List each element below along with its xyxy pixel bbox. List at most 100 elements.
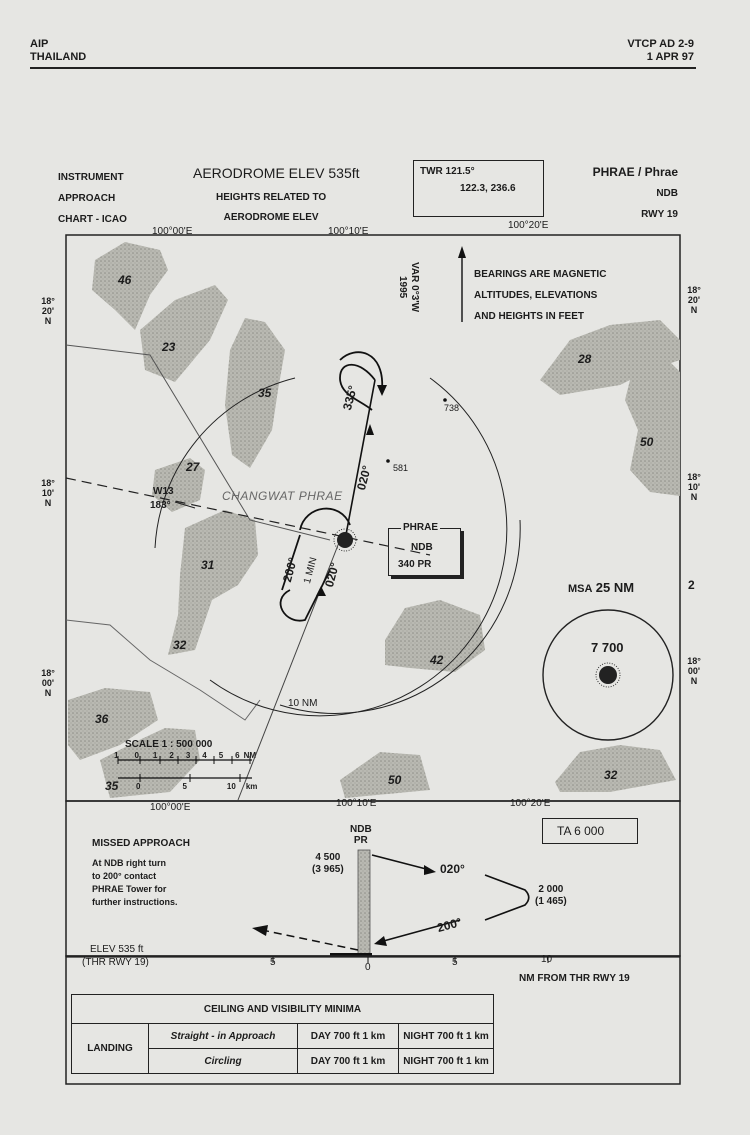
terrain-label: 23 xyxy=(162,340,176,354)
terrain-label: 28 xyxy=(578,352,592,366)
terrain-area xyxy=(540,320,680,395)
header-aip: AIP xyxy=(30,38,49,50)
lat-label-left-1: 18°20'N xyxy=(41,296,55,326)
ring-10nm-arc-west xyxy=(154,377,296,549)
runway-bar xyxy=(330,953,372,957)
procedure-turn xyxy=(339,363,376,411)
airport-block: PHRAE / Phrae NDB RWY 19 xyxy=(593,162,678,225)
tower-frequency-line-2: 122.3, 236.6 xyxy=(460,183,516,194)
ring-10nm-arc xyxy=(209,377,508,717)
hold-turn-south xyxy=(279,569,331,622)
header-page-id: VTCP AD 2-9 xyxy=(627,38,694,50)
msa-altitude: 7 700 xyxy=(591,640,624,655)
profile-altitude-turn: 2 000 (1 465) xyxy=(535,884,567,907)
terrain-area xyxy=(340,752,430,798)
profile-ndb-label: NDB PR xyxy=(350,824,372,846)
hold-arrowhead xyxy=(316,586,326,596)
msa-circle xyxy=(542,609,674,741)
minima-approach-name: Straight - in Approach xyxy=(148,1023,298,1049)
outbound-track xyxy=(344,379,376,541)
procedure-type: NDB xyxy=(656,188,678,199)
ndb-altitude-column xyxy=(357,849,371,955)
lon-label-top-1: 100°00'E xyxy=(152,226,193,237)
heights-note: HEIGHTS RELATED TO AERODROME ELEV xyxy=(216,188,326,228)
minima-title-row: CEILING AND VISIBILITY MINIMA xyxy=(71,994,494,1024)
profile-axis-ticks xyxy=(272,957,549,963)
tower-frequency-box: TWR 121.5° 122.3, 236.6 xyxy=(413,160,544,217)
terrain-label: 35 xyxy=(105,779,119,793)
minima-row-straight-in: LANDING Straight - in Approach DAY 700 f… xyxy=(71,1023,494,1074)
header-left: AIP THAILAND xyxy=(30,38,86,64)
spot-height-label: 738 xyxy=(444,403,460,413)
profile-elevation: ELEV 535 ft xyxy=(90,944,144,955)
outbound-arrowhead xyxy=(366,424,374,435)
spot-height-dot xyxy=(386,459,390,463)
tower-frequency-line-1: TWR 121.5° xyxy=(420,166,475,177)
profile-outbound-arrowhead xyxy=(424,865,436,875)
minima-approach-name: Circling xyxy=(148,1048,298,1074)
heights-note-line-1: HEIGHTS RELATED TO xyxy=(216,192,327,203)
ring-label: 10 NM xyxy=(288,698,318,709)
variation-label: VAR 0°3'W xyxy=(409,262,420,313)
variation-year: 1995 xyxy=(397,276,408,299)
terrain-label: 32 xyxy=(173,638,187,652)
area-name: CHANGWAT PHRAE xyxy=(222,489,343,503)
terrain-area xyxy=(100,728,200,798)
lon-label-bottom-3: 100°20'E xyxy=(510,798,551,809)
lon-label-top-2: 100°10'E xyxy=(328,226,369,237)
terrain-label: 31 xyxy=(201,558,215,572)
msa-ndb-dots xyxy=(595,662,621,688)
terrain-area xyxy=(68,688,158,760)
radial-line xyxy=(65,477,431,556)
lat-label-right-3: 18°00'N xyxy=(687,656,701,686)
msa-title: MSA 25 NM xyxy=(568,580,635,595)
minima-night: NIGHT 700 ft 1 km xyxy=(398,1023,494,1049)
missed-approach-title: MISSED APPROACH xyxy=(92,838,190,849)
scale-ticks xyxy=(117,756,251,782)
profile-axis-tick: 5 xyxy=(452,957,458,968)
chart-type-line-3: CHART - ICAO xyxy=(58,214,127,225)
lon-label-bottom-1: 100°00'E xyxy=(150,802,191,813)
hold-turn-north xyxy=(299,507,351,531)
profile-altitude-ndb: 4 500 (3 965) xyxy=(312,852,344,875)
ndb-name: PHRAE xyxy=(401,522,441,533)
terrain-label: 32 xyxy=(604,768,618,782)
profile-threshold: (THR RWY 19) xyxy=(82,957,149,968)
profile-outbound-label: 020° xyxy=(440,862,465,876)
header-rule xyxy=(30,67,696,69)
terrain-area xyxy=(140,285,228,382)
chart-notes: BEARINGS ARE MAGNETIC ALTITUDES, ELEVATI… xyxy=(474,264,606,327)
header-date: 1 APR 97 xyxy=(646,51,694,63)
minima-table: CEILING AND VISIBILITY MINIMA LANDING St… xyxy=(71,994,494,1074)
ndb-type: NDB xyxy=(411,542,433,553)
lat-label-left-2: 18°10'N xyxy=(41,478,55,508)
ndb-symbol-dots xyxy=(333,528,357,552)
minima-day: DAY 700 ft 1 km xyxy=(297,1048,399,1074)
profile-axis-label: NM FROM THR RWY 19 xyxy=(519,973,630,984)
ndb-symbol xyxy=(337,532,353,548)
waypoint-bearing: 183° xyxy=(150,500,171,511)
spot-height-dot xyxy=(443,398,447,402)
lat-label-right-1: 18°20'N xyxy=(687,285,701,315)
transition-altitude-box: TA 6 000 xyxy=(542,818,638,844)
waypoint-name: W13 xyxy=(153,486,174,497)
profile-outbound xyxy=(371,854,431,871)
profile-axis-tick: 10 xyxy=(541,954,553,965)
terrain-label: 46 xyxy=(118,273,132,287)
profile-inbound-arrowhead xyxy=(374,936,387,946)
terrain-areas xyxy=(68,242,680,798)
chart-type-line-2: APPROACH xyxy=(58,193,116,204)
missed-approach-text: At NDB right turn to 200° contact PHRAE … xyxy=(92,858,178,907)
turn-arrowhead xyxy=(377,385,387,396)
road xyxy=(65,619,261,721)
note-altitudes: ALTITUDES, ELEVATIONS xyxy=(474,290,598,301)
ndb-ident: 340 PR xyxy=(398,559,432,570)
minima-row-header: LANDING xyxy=(71,1023,149,1074)
lat-label-right-2: 18°10'N xyxy=(687,472,701,502)
header-right: VTCP AD 2-9 1 APR 97 xyxy=(627,38,694,64)
minima-title: CEILING AND VISIBILITY MINIMA xyxy=(71,994,494,1024)
minima-night: NIGHT 700 ft 1 km xyxy=(398,1048,494,1074)
